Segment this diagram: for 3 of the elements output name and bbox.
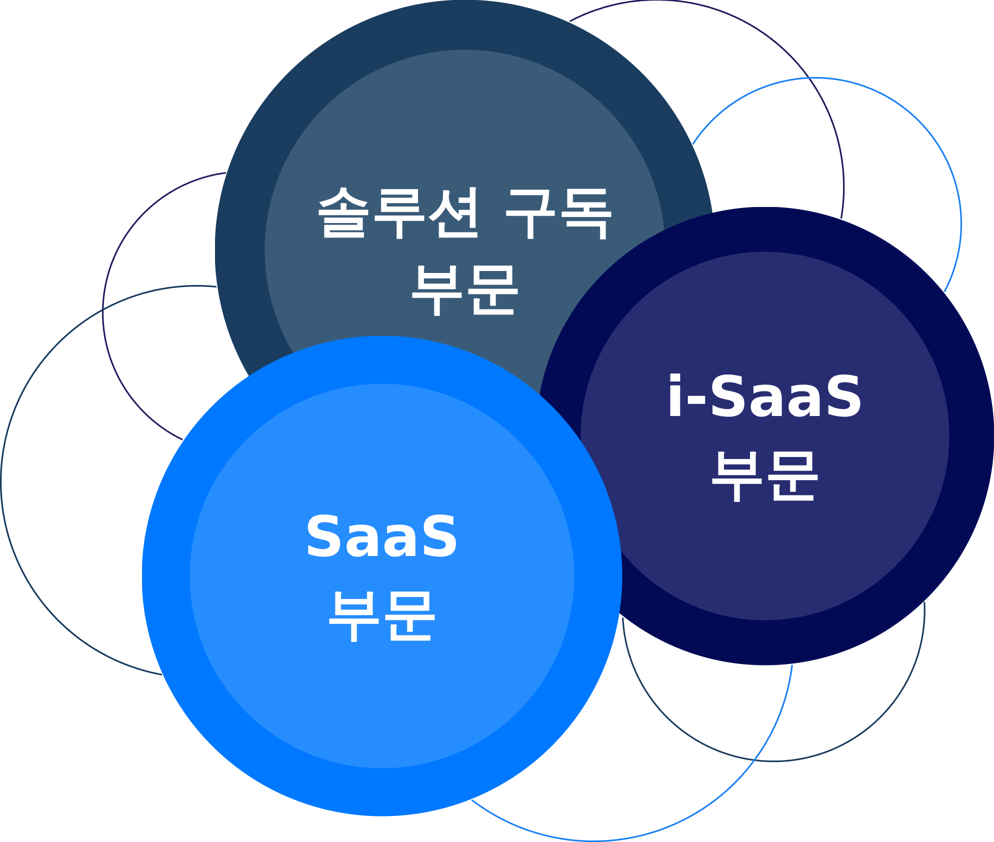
segment-label: i-SaaS 부문 xyxy=(665,364,865,509)
segment-label: 솔루션 구독 부문 xyxy=(314,178,616,323)
segment-label: SaaS 부문 xyxy=(303,504,461,649)
